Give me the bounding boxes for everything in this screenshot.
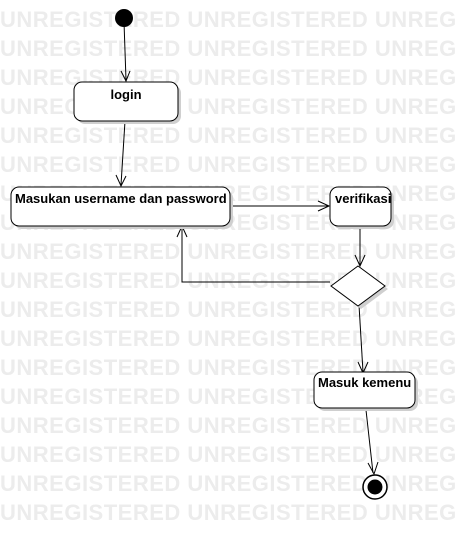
action-input-credentials-label: Masukan username dan password — [15, 191, 227, 206]
watermark-row: UNREGISTERED UNREGISTERED UNREGISTERED U… — [0, 152, 456, 177]
arrowhead-decision — [354, 254, 366, 268]
edge-initial-to-login — [123, 21, 127, 81]
edge-decision-to-menu — [358, 304, 364, 373]
arrowhead-login — [120, 70, 131, 83]
action-input-credentials: Masukan username dan password — [10, 186, 233, 229]
watermark-row: UNREGISTERED UNREGISTERED UNREGISTERED U… — [0, 500, 456, 525]
watermark-row: UNREGISTERED UNREGISTERED UNREGISTERED U… — [0, 239, 456, 264]
edge-menu-to-final — [365, 409, 374, 474]
initial-node — [115, 9, 133, 27]
action-login-label: login — [110, 87, 141, 102]
decision-node — [330, 265, 388, 309]
action-masuk-kemenu: Masuk kemenu — [313, 371, 418, 411]
edge-decision-to-input — [181, 227, 330, 283]
arrowhead-verify — [317, 200, 331, 212]
watermark-row: UNREGISTERED UNREGISTERED UNREGISTERED U… — [0, 471, 456, 496]
final-node — [362, 474, 388, 500]
watermark-row: UNREGISTERED UNREGISTERED UNREGISTERED U… — [0, 7, 456, 32]
watermark-row: UNREGISTERED UNREGISTERED UNREGISTERED U… — [0, 123, 456, 148]
action-verifikasi-label: verifikasi — [335, 191, 391, 206]
arrowhead-final — [367, 461, 379, 476]
action-login: login — [73, 81, 181, 124]
watermark-row: UNREGISTERED UNREGISTERED UNREGISTERED U… — [0, 326, 456, 351]
watermark-row: UNREGISTERED UNREGISTERED UNREGISTERED U… — [0, 297, 456, 322]
watermark-row: UNREGISTERED UNREGISTERED UNREGISTERED U… — [0, 442, 456, 467]
action-masuk-kemenu-label: Masuk kemenu — [318, 375, 411, 390]
watermark-row: UNREGISTERED UNREGISTERED UNREGISTERED U… — [0, 36, 456, 61]
action-verifikasi: verifikasi — [329, 186, 394, 229]
edge-login-to-input — [120, 120, 126, 186]
diagram-edges — [115, 21, 379, 476]
watermark-row: UNREGISTERED UNREGISTERED UNREGISTERED U… — [0, 413, 456, 438]
arrowhead-input — [115, 174, 127, 188]
